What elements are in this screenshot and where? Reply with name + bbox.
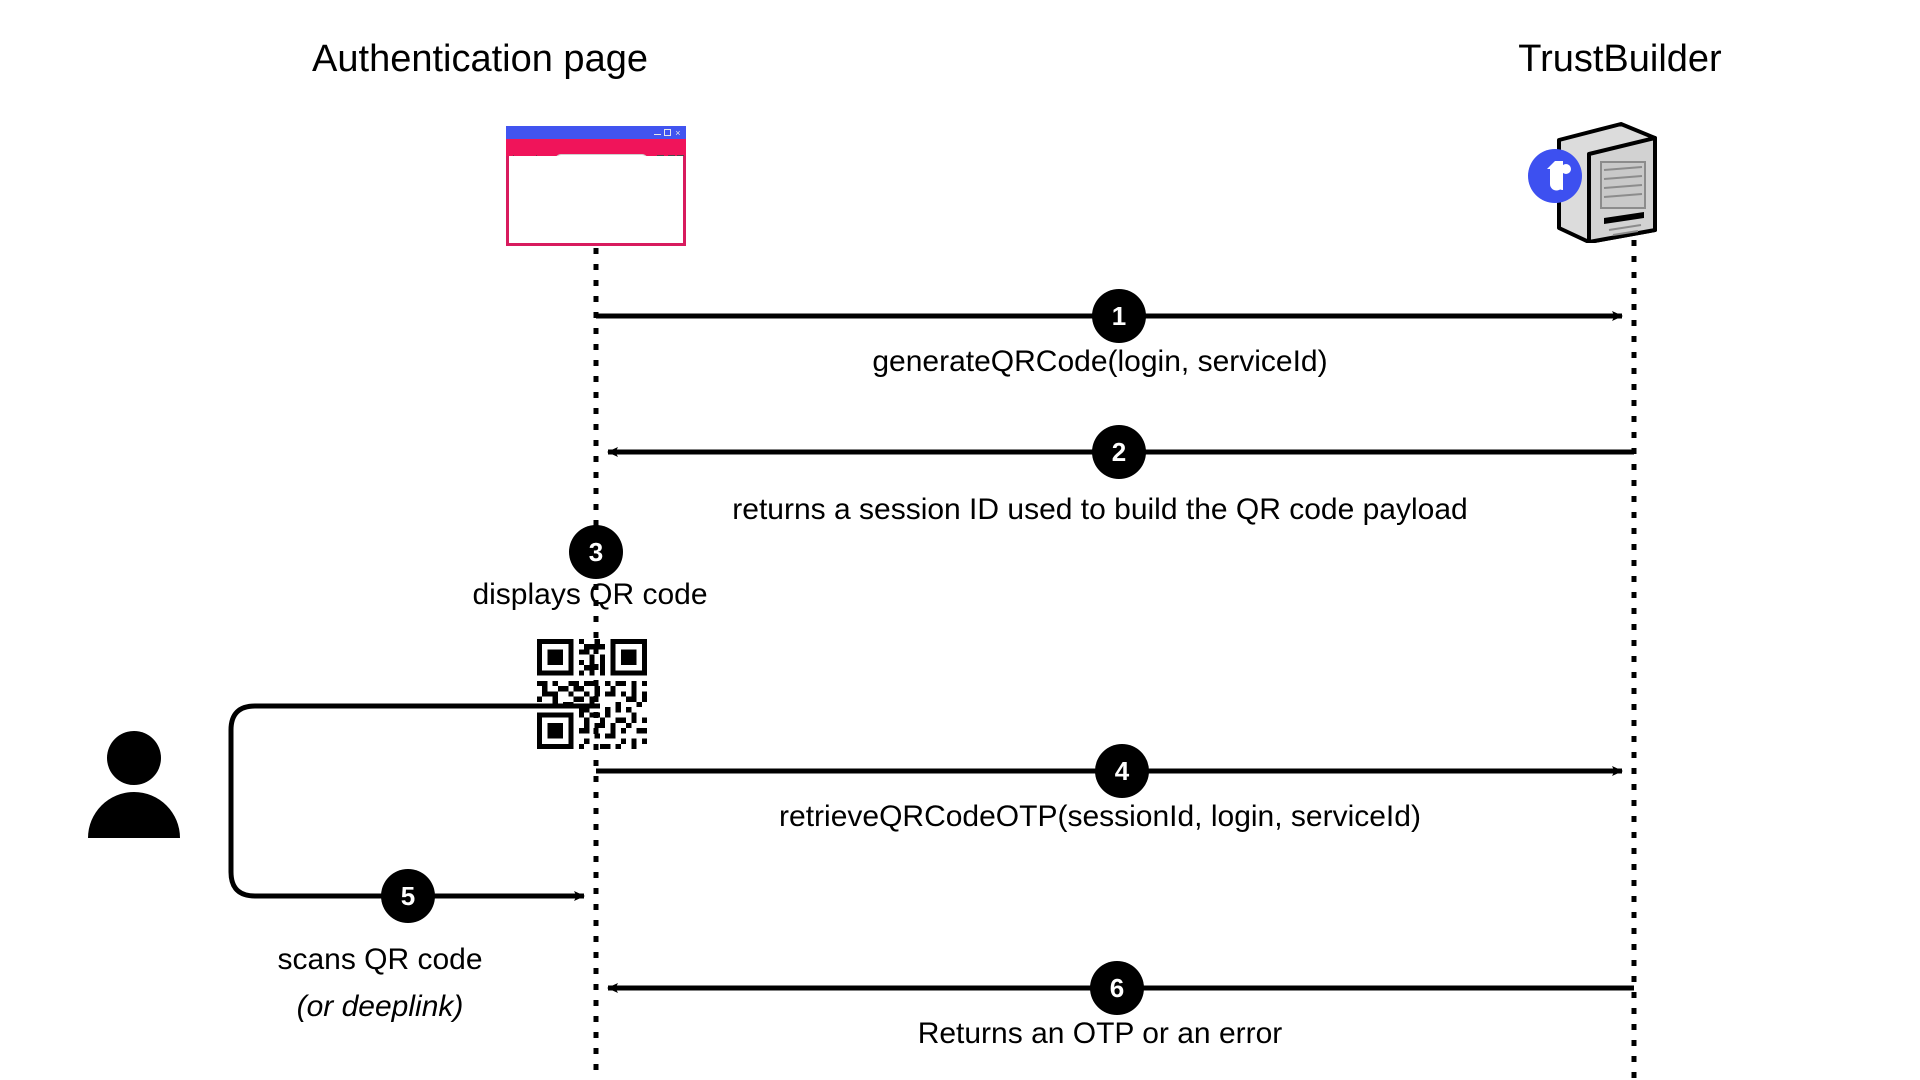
actor-label-authentication-page: Authentication page [312,38,648,80]
step-badge-1: 1 [1092,289,1146,343]
message-label-6: Returns an OTP or an error [917,1017,1283,1050]
message-label-5: scans QR code [277,943,483,976]
maximize-icon [664,129,672,136]
step-badge-4: 4 [1095,744,1149,798]
step-badge-2: 2 [1092,425,1146,479]
qr-code-icon [537,639,647,749]
step-badge-5: 5 [381,869,435,923]
minimize-icon [653,134,661,140]
user-person-icon [86,730,182,840]
message-arrow-5 [228,703,600,901]
message-label-1: generateQRCode(login, serviceId) [872,345,1328,378]
browser-window-icon: × [506,126,686,246]
close-icon: × [675,128,681,138]
message-label-4: retrieveQRCodeOTP(sessionId, login, serv… [779,800,1421,833]
server-tower-icon [1525,118,1665,244]
step-badge-3: 3 [569,525,623,579]
step-badge-6: 6 [1090,961,1144,1015]
message-label-3: displays QR code [472,578,708,611]
browser-content-area [506,156,686,246]
actor-label-trustbuilder: TrustBuilder [1518,38,1722,80]
message-label-5-secondary: (or deeplink) [296,990,464,1023]
message-label-2: returns a session ID used to build the Q… [732,493,1468,526]
browser-titlebar: × [506,126,686,139]
